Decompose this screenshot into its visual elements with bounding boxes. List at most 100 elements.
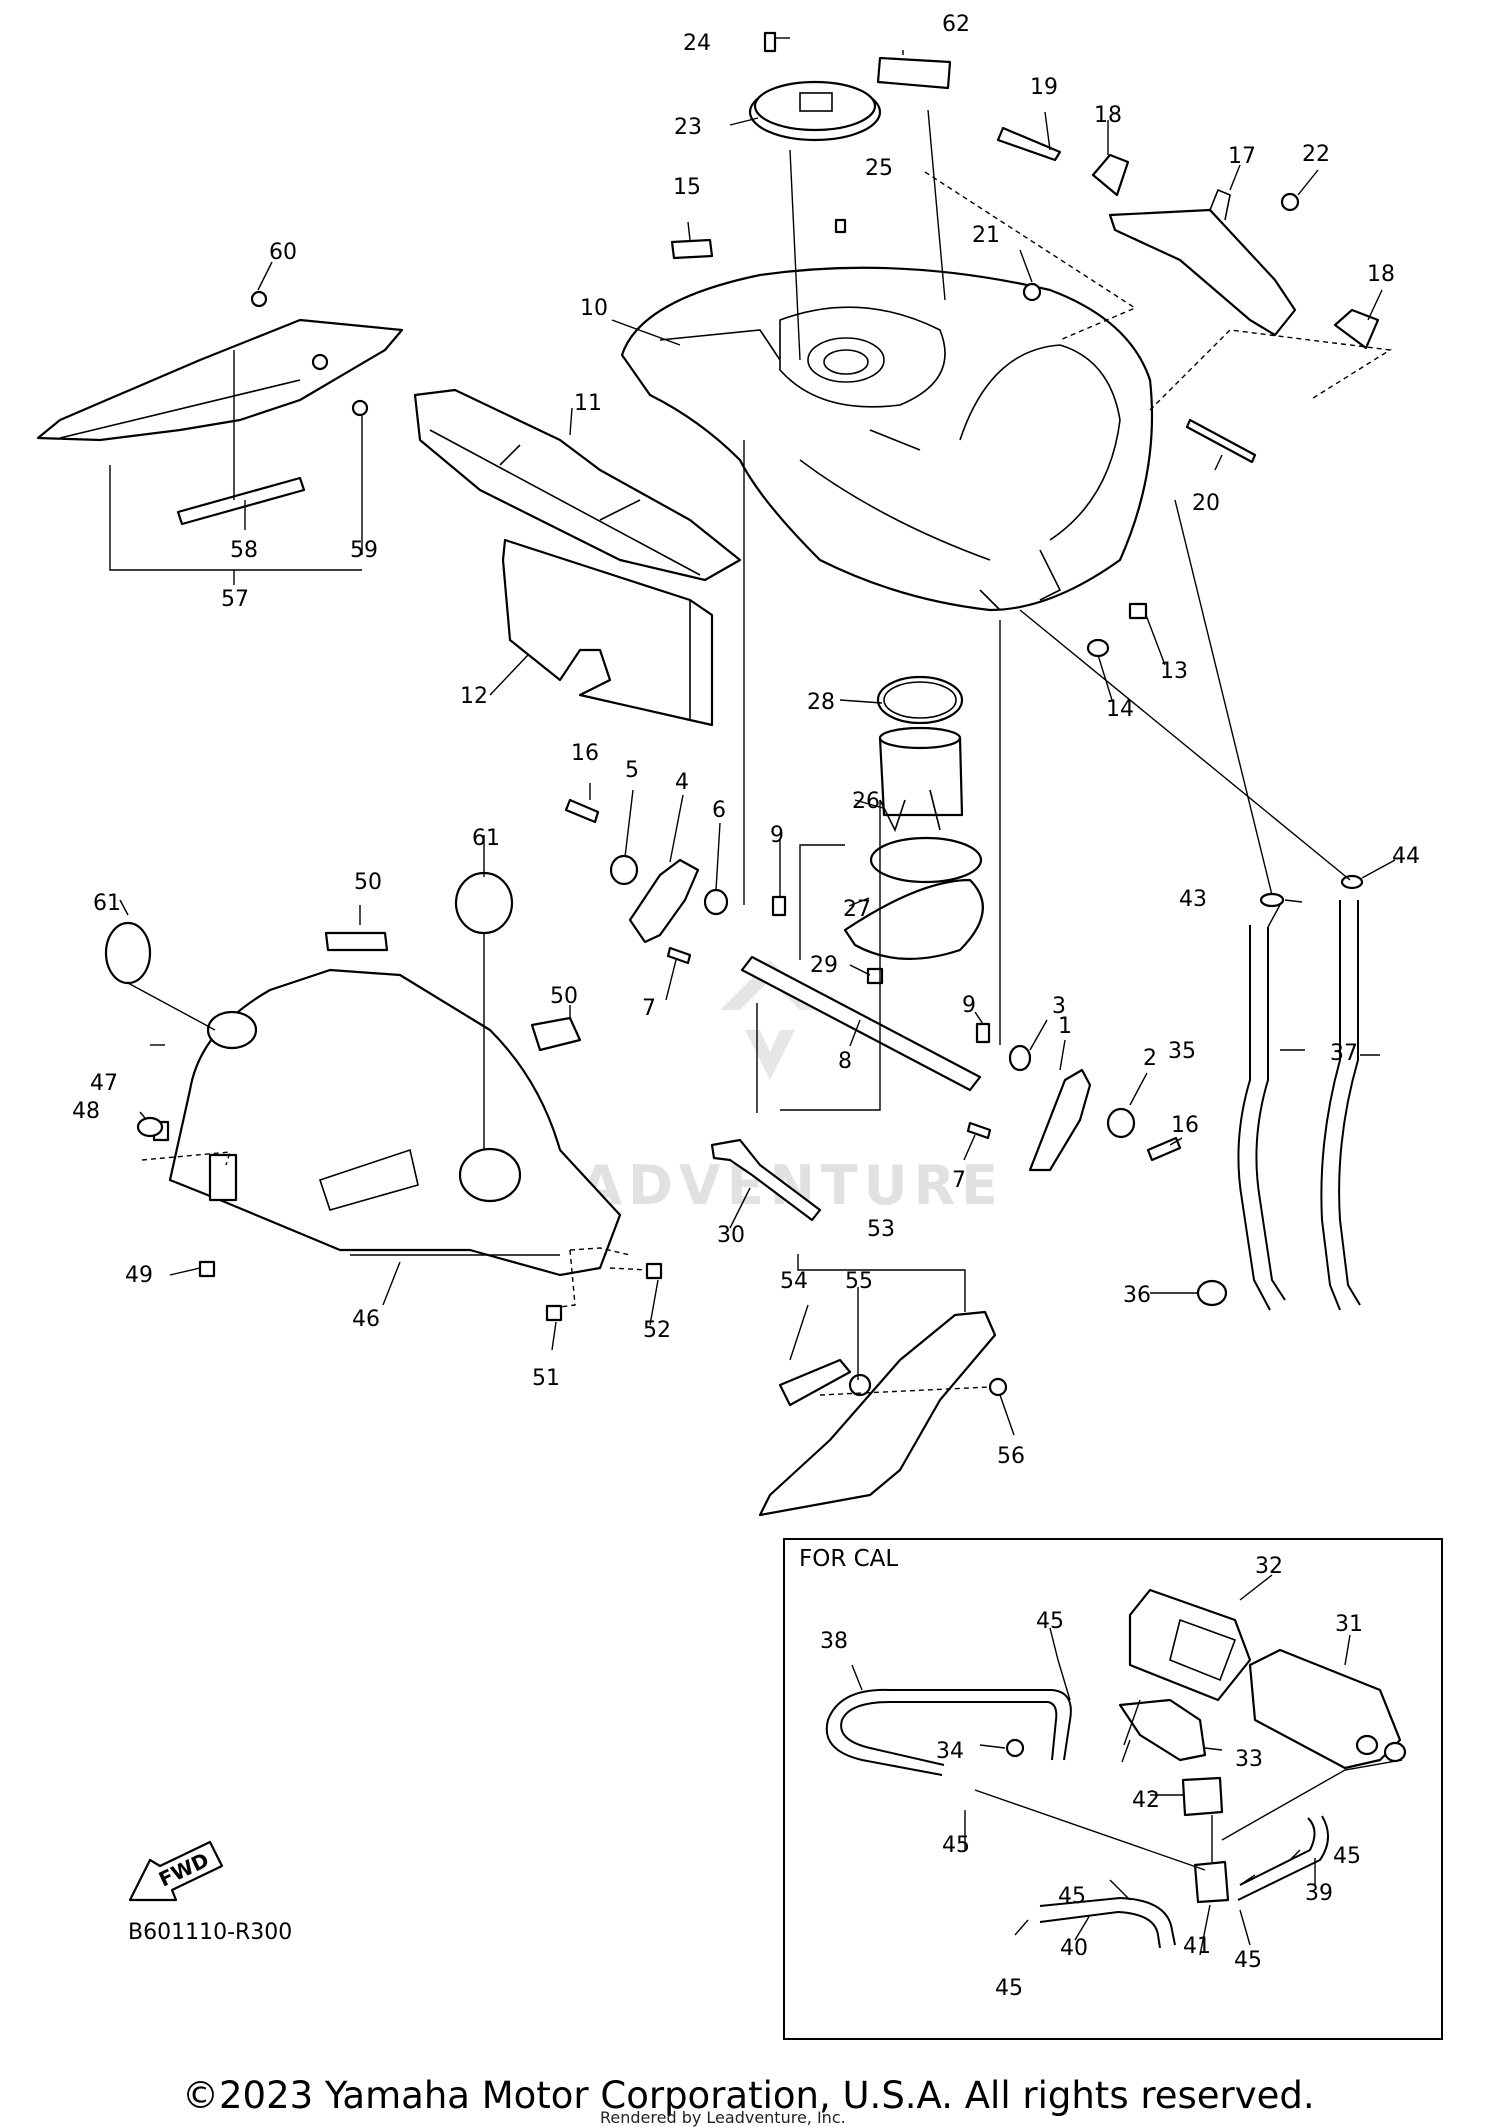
shaft-8 — [740, 955, 982, 1092]
nut-21 — [1022, 282, 1042, 302]
callout: 7 — [642, 996, 656, 1021]
callout: 51 — [532, 1366, 560, 1391]
callout: 39 — [1305, 1881, 1333, 1906]
cal-canister-32 — [1128, 1588, 1252, 1702]
dashed-lines — [141, 171, 1393, 1396]
cal-joint-42 — [1181, 1776, 1224, 1817]
callout: 18 — [1094, 103, 1122, 128]
screw-25 — [834, 218, 847, 234]
callout: 44 — [1392, 844, 1420, 869]
bolt-9-upper — [771, 895, 787, 917]
callout: 19 — [1030, 75, 1058, 100]
callout: 23 — [674, 115, 702, 140]
callout: 45 — [942, 1833, 970, 1858]
cal-hose-39 — [1239, 1817, 1316, 1886]
side-cover-53 — [758, 1310, 997, 1517]
cal-hose-38 — [825, 1688, 1072, 1776]
callout: 5 — [625, 758, 639, 783]
callout: 8 — [838, 1049, 852, 1074]
callout: 29 — [810, 953, 838, 978]
callout: 52 — [643, 1318, 671, 1343]
callout: 45 — [1058, 1884, 1086, 1909]
callout: 43 — [1179, 887, 1207, 912]
callout: 41 — [1183, 1934, 1211, 1959]
cal-bracket-33 — [1118, 1698, 1207, 1762]
callout: 56 — [997, 1444, 1025, 1469]
air-duct-cover — [413, 388, 742, 582]
callout: 15 — [673, 175, 701, 200]
callout: 30 — [717, 1223, 745, 1248]
callout: 45 — [1036, 1609, 1064, 1634]
nut-51 — [545, 1304, 563, 1322]
pad-15 — [670, 238, 714, 260]
callout: 10 — [580, 296, 608, 321]
clip-43 — [1259, 892, 1285, 908]
hose-37 — [1338, 900, 1361, 1306]
callout: 17 — [1228, 144, 1256, 169]
callout: 40 — [1060, 1936, 1088, 1961]
callout: 27 — [843, 897, 871, 922]
hose-37-b — [1320, 900, 1341, 1311]
cal-canister-31 — [1248, 1648, 1407, 1770]
callout: 47 — [90, 1071, 118, 1096]
hose-35-b — [1237, 925, 1271, 1311]
grommet-48 — [136, 1116, 164, 1138]
emblem-61-center — [454, 871, 514, 935]
callout: 2 — [1143, 1046, 1157, 1071]
callout: 12 — [460, 684, 488, 709]
label-62 — [876, 56, 952, 90]
cal-bolt-34 — [1005, 1738, 1025, 1758]
bolt-7-lower — [966, 1121, 992, 1140]
callout: 22 — [1302, 142, 1330, 167]
callout: 7 — [952, 1168, 966, 1193]
callout: 57 — [221, 587, 249, 612]
bolt-22 — [1280, 192, 1300, 212]
cal-inset-frame — [783, 1538, 1443, 2040]
callout: 4 — [675, 770, 689, 795]
callout: 6 — [712, 798, 726, 823]
collar-5 — [609, 854, 639, 886]
callout: 13 — [1160, 659, 1188, 684]
bolt-29 — [866, 967, 884, 985]
tank-cover-46 — [168, 968, 622, 1277]
bracket-1 — [1028, 1068, 1092, 1172]
fuel-pump — [869, 675, 983, 884]
grommet-36 — [1196, 1279, 1228, 1307]
cal-joint-41 — [1193, 1860, 1230, 1904]
callout: 9 — [962, 993, 976, 1018]
callout: 36 — [1123, 1283, 1151, 1308]
callout: 9 — [770, 823, 784, 848]
side-cover-57 — [36, 290, 404, 526]
cal-inset-title: FOR CAL — [799, 1546, 899, 1572]
cal-hose-39-b — [1237, 1815, 1329, 1901]
callout: 34 — [936, 1739, 964, 1764]
emblem-61-left — [104, 921, 152, 985]
callout: 46 — [352, 1307, 380, 1332]
reference-code: B601110-R300 — [128, 1920, 293, 1945]
fwd-arrow: FWD — [128, 1840, 224, 1902]
callout: 31 — [1335, 1612, 1363, 1637]
cal-leader-lines — [851, 1574, 1403, 1956]
callout: 24 — [683, 31, 711, 56]
hose-30 — [710, 1138, 822, 1222]
callout: 61 — [472, 826, 500, 851]
callout: 45 — [1333, 1844, 1361, 1869]
callout: 55 — [845, 1269, 873, 1294]
callout: 48 — [72, 1099, 100, 1124]
callout: 53 — [867, 1217, 895, 1242]
callout: 45 — [995, 1976, 1023, 2001]
callout: 62 — [942, 12, 970, 37]
callout: 25 — [865, 156, 893, 181]
callout: 38 — [820, 1629, 848, 1654]
clip-44 — [1340, 874, 1364, 890]
leader-lines — [109, 37, 1396, 1436]
callout: 18 — [1367, 262, 1395, 287]
bolt-7-upper — [666, 946, 692, 965]
callout: 32 — [1255, 1554, 1283, 1579]
bolt-9-lower — [975, 1022, 991, 1044]
callout: 42 — [1132, 1788, 1160, 1813]
collar-2 — [1106, 1107, 1136, 1139]
callout: 50 — [354, 870, 382, 895]
collar-3 — [1008, 1044, 1032, 1072]
